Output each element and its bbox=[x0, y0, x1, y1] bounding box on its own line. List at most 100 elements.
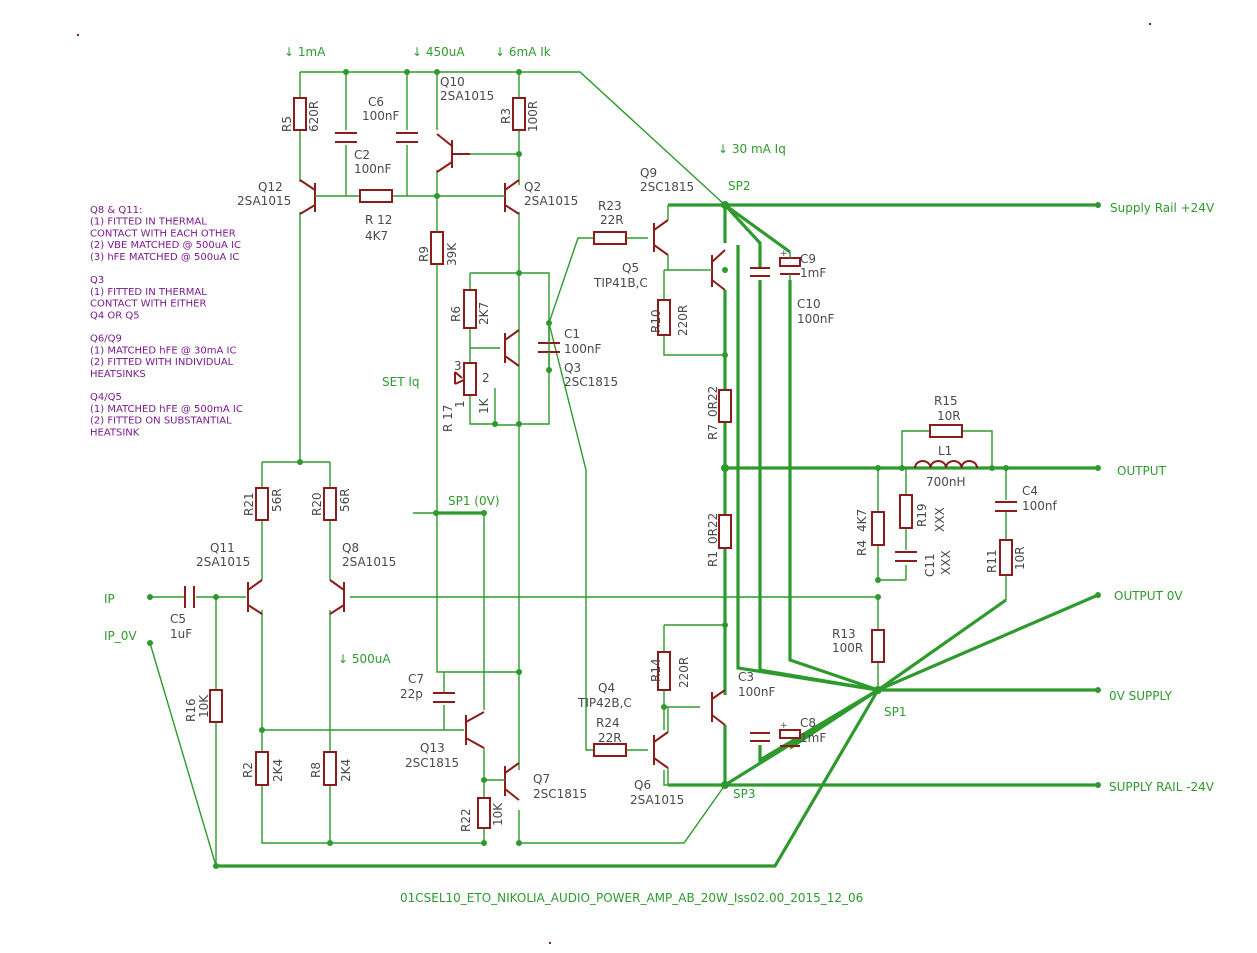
component-label: 2SC1815 bbox=[640, 180, 694, 194]
component-label: C7 bbox=[408, 672, 424, 686]
component-label: + bbox=[780, 721, 788, 731]
note-line: (2) FITTED WITH INDIVIDUAL bbox=[90, 357, 234, 368]
transistor-q5 bbox=[700, 249, 726, 291]
transistor-q3 bbox=[504, 329, 520, 367]
resistor-r5 bbox=[293, 97, 307, 131]
transistor-q11 bbox=[247, 579, 263, 615]
component-label: 22R bbox=[600, 213, 624, 227]
component-label: R14 bbox=[649, 658, 663, 682]
label-sp1-0v: SP1 (0V) bbox=[448, 494, 500, 508]
component-label: 56R bbox=[338, 488, 352, 512]
capacitor-c1 bbox=[538, 323, 560, 370]
component-label: 0R22 bbox=[706, 386, 720, 417]
component-label: R3 bbox=[499, 108, 513, 124]
label-set-iq: SET Iq bbox=[382, 375, 420, 389]
component-label: 2SC1815 bbox=[405, 756, 459, 770]
component-label: 220R bbox=[676, 305, 690, 336]
resistors bbox=[209, 97, 1013, 829]
transistor-q12 bbox=[299, 179, 346, 215]
label-output-0v: OUTPUT 0V bbox=[1114, 589, 1183, 603]
component-label: 10K bbox=[197, 694, 211, 718]
capacitor-c2 bbox=[335, 132, 357, 143]
note-line: HEATSINK bbox=[90, 427, 140, 438]
component-label: C9 bbox=[800, 252, 816, 266]
component-label: 1mF bbox=[800, 266, 826, 280]
note-line: Q3 bbox=[90, 275, 104, 286]
component-label: 1 bbox=[453, 400, 467, 408]
component-label: 10R bbox=[937, 409, 961, 423]
component-label: R 12 bbox=[365, 213, 392, 227]
capacitor-c8 bbox=[779, 729, 801, 747]
note-line: Q8 & Q11: bbox=[90, 205, 142, 216]
note-line: (2) FITTED ON SUBSTANTIAL bbox=[90, 416, 232, 427]
label-ip: IP bbox=[104, 592, 115, 606]
component-label: 100nf bbox=[1022, 499, 1058, 513]
resistor-r3 bbox=[512, 97, 526, 131]
resistor-r1 bbox=[718, 514, 732, 549]
label-sp3: SP3 bbox=[733, 787, 756, 801]
resistor-r16 bbox=[209, 689, 223, 723]
component-label: 100nF bbox=[564, 342, 602, 356]
resistor-r14 bbox=[657, 651, 671, 691]
component-label: 10R bbox=[1013, 546, 1027, 570]
component-label: R23 bbox=[598, 199, 622, 213]
component-label: XXX bbox=[939, 550, 953, 575]
footer-title: 01CSEL10_ETO_NIKOLIA_AUDIO_POWER_AMP_AB_… bbox=[400, 891, 863, 905]
transistor-q2 bbox=[437, 179, 520, 215]
component-label: 1mF bbox=[800, 731, 826, 745]
resistor-r23 bbox=[593, 231, 627, 245]
component-label: Q8 bbox=[342, 541, 359, 555]
component-label: 2SA1015 bbox=[196, 555, 250, 569]
component-label: 22R bbox=[598, 731, 622, 745]
label-ip-0v: IP_0V bbox=[104, 629, 137, 643]
component-label: Q7 bbox=[533, 772, 550, 786]
capacitor-c10 bbox=[750, 267, 770, 277]
component-label: R1 bbox=[706, 551, 720, 567]
note-line: (1) FITTED IN THERMAL bbox=[90, 217, 207, 228]
label-sp1: SP1 bbox=[884, 705, 907, 719]
component-label: R21 bbox=[242, 492, 256, 516]
resistor-r13 bbox=[871, 629, 885, 663]
resistor-r24 bbox=[593, 743, 627, 757]
component-label: 2SA1015 bbox=[524, 194, 578, 208]
component-label: 39K bbox=[445, 242, 459, 266]
component-label: 2 bbox=[482, 371, 490, 385]
resistor-r10 bbox=[657, 299, 671, 336]
component-label: C3 bbox=[738, 670, 754, 684]
component-label: 220R bbox=[677, 657, 691, 688]
component-label: R6 bbox=[449, 306, 463, 322]
junctions bbox=[147, 69, 1101, 869]
capacitor-c6 bbox=[396, 132, 418, 143]
component-label: 2SC1815 bbox=[564, 375, 618, 389]
component-label: C5 bbox=[170, 612, 186, 626]
component-label: R22 bbox=[459, 808, 473, 832]
component-label: R24 bbox=[596, 716, 620, 730]
transistor-q7 bbox=[484, 762, 520, 801]
label-output: OUTPUT bbox=[1117, 464, 1167, 478]
component-label: R4 bbox=[855, 540, 869, 556]
component-label: C8 bbox=[800, 716, 816, 730]
component-label: 100nF bbox=[797, 312, 835, 326]
component-label: Q3 bbox=[564, 361, 581, 375]
component-label: C4 bbox=[1022, 484, 1038, 498]
component-label: Q2 bbox=[524, 180, 541, 194]
component-label: 2SC1815 bbox=[533, 787, 587, 801]
note-line: CONTACT WITH EITHER bbox=[90, 299, 206, 310]
component-label: 2SA1015 bbox=[342, 555, 396, 569]
current-30ma: ↓ 30 mA Iq bbox=[718, 142, 786, 156]
inductor-l1 bbox=[902, 460, 992, 469]
design-notes: Q8 & Q11:(1) FITTED IN THERMAL CONTACT WI… bbox=[90, 205, 243, 438]
transistor-q13 bbox=[465, 711, 485, 780]
component-label: R 17 bbox=[441, 405, 455, 432]
component-label: 620R bbox=[307, 101, 321, 132]
label-0v-supply: 0V SUPPLY bbox=[1109, 689, 1173, 703]
resistor-r11 bbox=[999, 539, 1013, 576]
capacitor-c4 bbox=[995, 501, 1017, 512]
component-label: 4K7 bbox=[365, 229, 388, 243]
component-label: R20 bbox=[310, 492, 324, 516]
component-label: C10 bbox=[797, 297, 821, 311]
component-label: R11 bbox=[985, 549, 999, 573]
capacitors bbox=[184, 132, 1017, 747]
resistor-r8 bbox=[323, 751, 337, 786]
